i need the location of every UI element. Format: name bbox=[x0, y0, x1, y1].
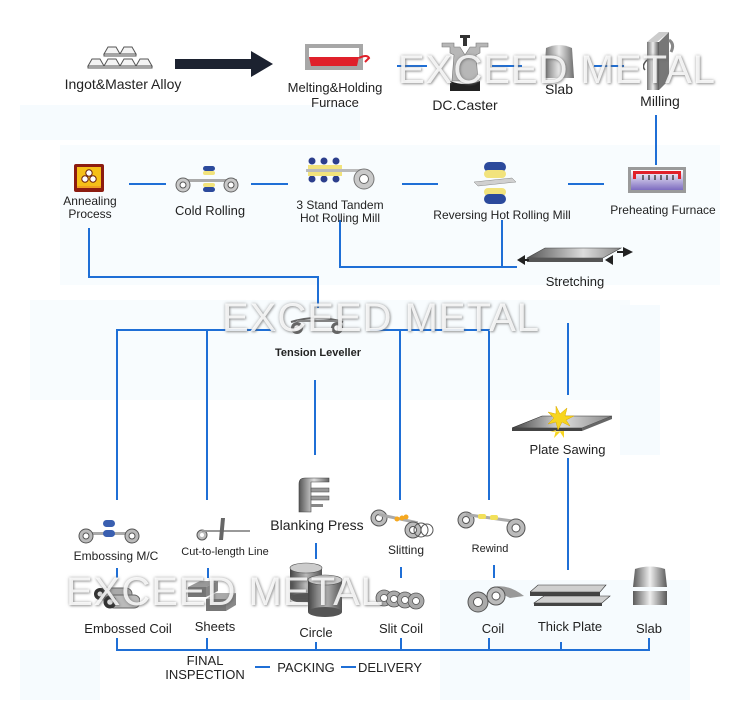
coil-icon bbox=[467, 586, 524, 613]
embossing-label: Embossing M/C bbox=[73, 549, 159, 563]
caster-icon bbox=[441, 35, 489, 91]
annealing-label-line1: Annealing bbox=[63, 194, 117, 208]
thick-plate-icon bbox=[530, 584, 611, 606]
final-inspection-line1: FINAL bbox=[186, 653, 224, 668]
background-panel bbox=[620, 305, 660, 455]
milling-icon bbox=[643, 32, 675, 90]
reversing-mill-icon bbox=[474, 162, 516, 204]
cut-to-length-label: Cut-to-length Line bbox=[181, 546, 269, 558]
melting-label-line2: Furnace bbox=[311, 95, 359, 110]
connector bbox=[116, 329, 274, 500]
tension-leveller-icon bbox=[290, 317, 344, 334]
embossing-icon bbox=[78, 520, 140, 544]
tension-leveller-label: Tension Leveller bbox=[275, 347, 361, 359]
slab-icon bbox=[544, 45, 574, 78]
product-label-slit-coil: Slit Coil bbox=[378, 621, 424, 636]
stretching-icon bbox=[517, 247, 633, 265]
rewind-icon bbox=[457, 511, 526, 538]
cold-rolling-label: Cold Rolling bbox=[174, 203, 246, 218]
preheating-furnace-icon bbox=[628, 167, 686, 193]
caster-label: DC.Caster bbox=[432, 97, 498, 113]
connector bbox=[370, 329, 490, 500]
cut-to-length-icon bbox=[196, 518, 250, 541]
background-panel bbox=[30, 300, 630, 400]
blanking-label: Blanking Press bbox=[270, 517, 364, 533]
background-panel bbox=[20, 105, 360, 140]
connector bbox=[116, 638, 650, 651]
slitting-icon bbox=[370, 509, 434, 539]
product-label-circle: Circle bbox=[299, 625, 333, 640]
connector bbox=[88, 228, 319, 308]
ingot-label: Ingot&Master Alloy bbox=[64, 76, 182, 92]
melting-label-line1: Melting&Holding bbox=[287, 80, 383, 95]
annealing-label-line2: Process bbox=[68, 207, 112, 221]
product-label-slab: Slab bbox=[635, 621, 663, 636]
preheating-label: Preheating Furnace bbox=[610, 203, 716, 217]
tandem-mill-icon bbox=[306, 157, 375, 190]
slab-top-label: Slab bbox=[544, 81, 574, 97]
blanking-press-icon bbox=[298, 477, 330, 513]
product-label-sheets: Sheets bbox=[194, 619, 236, 634]
plate-sawing-label: Plate Sawing bbox=[529, 442, 606, 457]
slab-product-icon bbox=[633, 566, 667, 605]
plate-sawing-icon bbox=[512, 405, 613, 438]
circle-icon bbox=[289, 562, 343, 617]
delivery-label: DELIVERY bbox=[357, 660, 423, 675]
flow-arrow-icon bbox=[175, 51, 273, 77]
sheets-icon bbox=[188, 581, 236, 611]
packing-label: PACKING bbox=[277, 660, 335, 675]
tandem-label-line1: 3 Stand Tandem bbox=[296, 198, 384, 212]
furnace-icon bbox=[305, 44, 371, 70]
ingot-stack-icon bbox=[87, 46, 153, 69]
rewind-label: Rewind bbox=[471, 543, 509, 555]
embossed-coil-icon bbox=[94, 587, 140, 609]
cold-rolling-icon bbox=[175, 166, 239, 193]
slit-coil-icon bbox=[375, 589, 425, 610]
connector bbox=[339, 220, 517, 268]
slitting-label: Slitting bbox=[387, 543, 425, 557]
tandem-label-line2: Hot Rolling Mill bbox=[299, 211, 381, 225]
milling-label: Milling bbox=[640, 93, 680, 109]
product-label-coil: Coil bbox=[481, 621, 505, 636]
stretching-label: Stretching bbox=[545, 274, 605, 289]
background-panel bbox=[20, 650, 100, 700]
annealing-icon bbox=[74, 164, 104, 192]
product-label-embossed-coil: Embossed Coil bbox=[84, 621, 172, 636]
final-inspection-line2: INSPECTION bbox=[165, 667, 245, 682]
reversing-label: Reversing Hot Rolling Mill bbox=[433, 208, 571, 222]
product-label-thick-plate: Thick Plate bbox=[537, 619, 603, 634]
